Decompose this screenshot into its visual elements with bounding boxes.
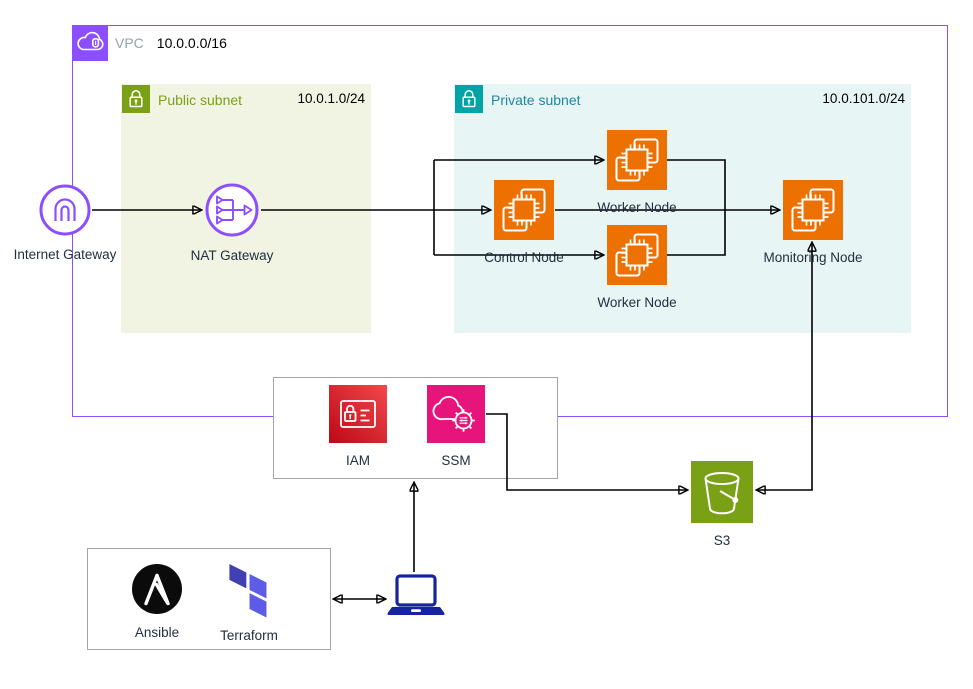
public-subnet-lock-icon [122, 85, 150, 113]
ssm-node: SSM [396, 385, 516, 468]
vpc-title: VPC 10.0.0.0/16 [115, 35, 227, 51]
public-subnet-label: Public subnet [158, 92, 243, 108]
internet-gateway-node: Internet Gateway [5, 183, 125, 262]
laptop-icon [387, 574, 445, 623]
ec2-instance-icon [607, 225, 667, 290]
nat-gateway-node: NAT Gateway [172, 182, 292, 263]
internet-gateway-label: Internet Gateway [13, 247, 117, 262]
vpc-icon [72, 25, 108, 61]
ansible-label: Ansible [134, 625, 180, 640]
worker-node-top-label: Worker Node [597, 200, 677, 215]
ec2-instance-icon [494, 180, 554, 245]
ansible-node: Ansible [97, 563, 217, 640]
s3-node: S3 [662, 461, 782, 548]
ec2-instance-icon [783, 180, 843, 245]
worker-node-top: Worker Node [577, 130, 697, 215]
terraform-node: Terraform [189, 564, 309, 643]
monitoring-node-label: Monitoring Node [763, 250, 863, 265]
s3-bucket-icon [691, 461, 753, 528]
terraform-icon [229, 564, 269, 623]
s3-label: S3 [713, 533, 731, 548]
nat-gateway-label: NAT Gateway [190, 248, 274, 263]
monitoring-node: Monitoring Node [753, 180, 873, 265]
private-subnet-cidr: 10.0.101.0/24 [822, 91, 905, 106]
ec2-instance-icon [607, 130, 667, 195]
ansible-icon [131, 563, 183, 620]
iam-icon [329, 385, 387, 448]
vpc-label: VPC [115, 35, 144, 51]
internet-gateway-icon [38, 183, 92, 242]
ssm-label: SSM [441, 453, 471, 468]
iam-label: IAM [345, 453, 370, 468]
ssm-icon [427, 385, 485, 448]
public-subnet-cidr: 10.0.1.0/24 [297, 91, 365, 106]
private-subnet-lock-icon [455, 85, 483, 113]
control-node-label: Control Node [484, 250, 564, 265]
private-subnet-label: Private subnet [491, 92, 581, 108]
iac-tools-box [87, 548, 331, 650]
worker-node-bottom-label: Worker Node [597, 295, 677, 310]
vpc-cidr: 10.0.0.0/16 [156, 35, 227, 51]
iam-node: IAM [298, 385, 418, 468]
terraform-label: Terraform [220, 628, 278, 643]
worker-node-bottom: Worker Node [577, 225, 697, 310]
control-node: Control Node [464, 180, 584, 265]
nat-gateway-icon [204, 182, 260, 243]
